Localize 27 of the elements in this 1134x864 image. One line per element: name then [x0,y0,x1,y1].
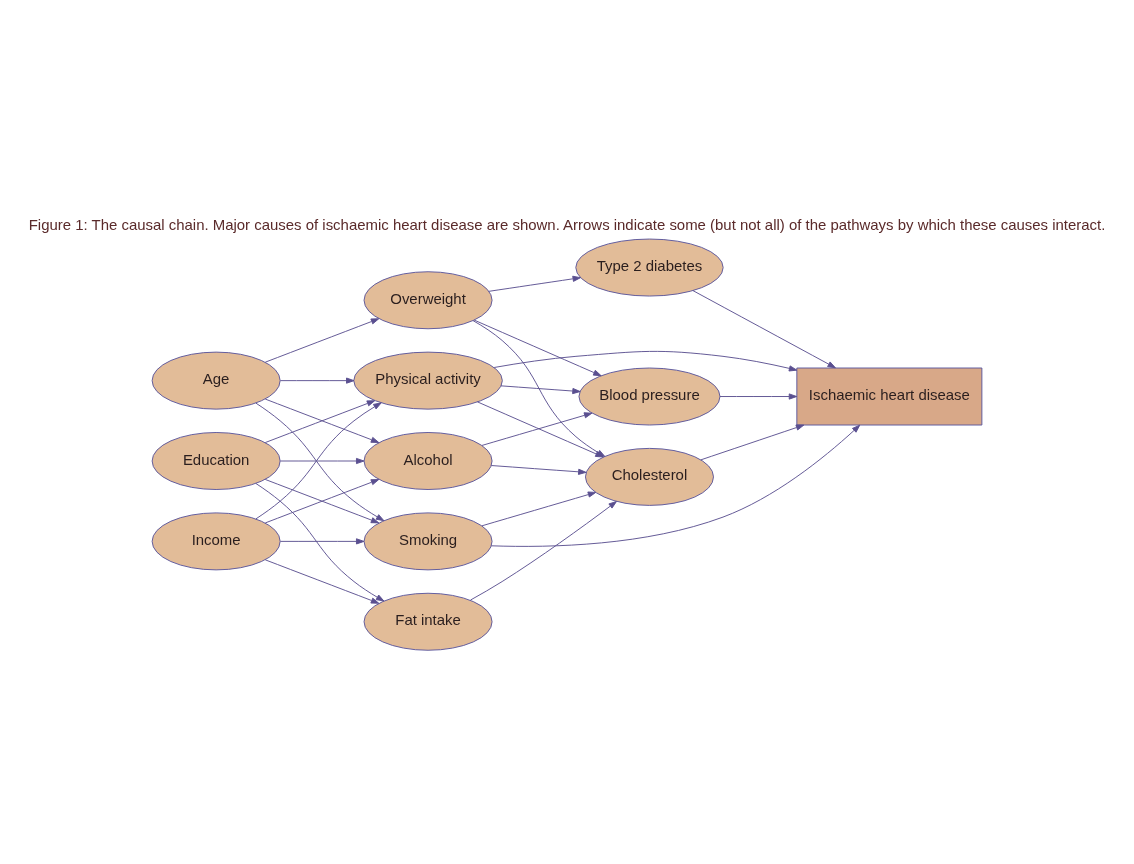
node-ellipse: Overweight [363,270,493,329]
arrow [692,289,836,368]
node-ellipse: Education [151,431,281,490]
arrow [279,377,355,384]
arrow [264,558,380,604]
arrow [719,392,798,400]
node-ellipse: Age [151,351,281,410]
arrow [500,384,581,394]
arrow [279,457,365,464]
arrow [279,537,365,544]
node-ellipse: Alcohol [363,431,493,490]
arrow [481,411,593,446]
arrow [264,317,380,363]
arrow [488,275,581,292]
arrow [255,482,385,601]
arrow [481,491,597,526]
arrow [470,500,617,601]
arrow [264,478,380,523]
node-ellipse: Type 2 diabetes [575,238,724,296]
arrow [490,464,587,475]
node-ellipse: Income [151,511,281,570]
caption: Figure 1: The causal chain. Major causes of ischaemic heart disease are shown. Arrows indicate some (but not all) of the pathways by which these causes interact. [28,215,1106,233]
arrow [473,319,602,376]
arrow [700,424,805,460]
arrow [493,350,798,371]
arrow [490,424,861,547]
node-box: Ischaemic heart disease [796,367,983,425]
